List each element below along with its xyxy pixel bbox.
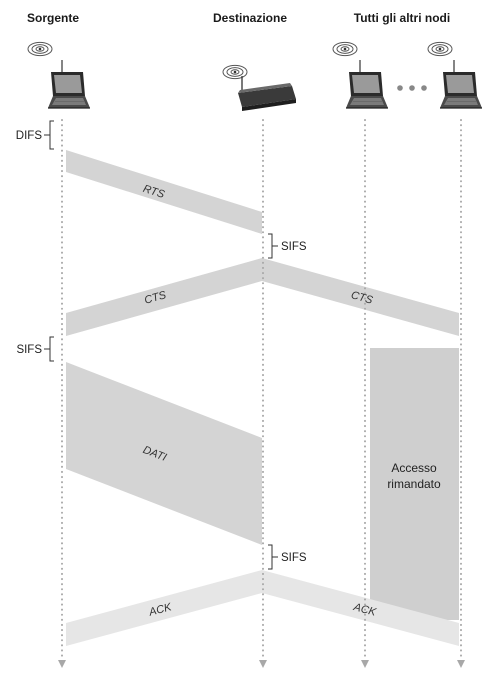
sifs-label-3: SIFS <box>281 552 307 564</box>
difs-label: DIFS <box>16 130 43 142</box>
destination-access-point-icon <box>222 64 296 111</box>
sifs-label-1: SIFS <box>281 241 307 253</box>
other-node-laptop-icon <box>332 41 389 109</box>
ack-frame-to-source <box>66 570 262 646</box>
deferred-access-label-line2: rimandato <box>387 477 441 491</box>
rts-frame <box>66 150 262 234</box>
deferred-access-label-line1: Accesso <box>391 461 437 475</box>
sifs-bracket-1 <box>268 233 278 259</box>
cts-to-source-label: CTS <box>143 289 168 307</box>
other-node-timeline <box>457 119 465 668</box>
destination-timeline <box>259 119 267 668</box>
cts-frame-to-others <box>262 258 459 336</box>
ellipsis-icon <box>397 85 427 91</box>
other-node-laptop-icon <box>427 41 483 109</box>
difs-bracket <box>44 120 54 150</box>
source-header: Sorgente <box>27 11 79 25</box>
sifs-bracket-2 <box>44 336 54 362</box>
ack-frame-to-others <box>262 570 459 646</box>
deferred-access-region <box>370 348 459 620</box>
source-timeline <box>58 119 66 668</box>
sifs-bracket-3 <box>268 544 278 570</box>
cts-frame-to-source <box>66 258 262 336</box>
cts-to-others-label: CTS <box>350 289 375 307</box>
sifs-label-2: SIFS <box>16 344 42 356</box>
destination-header: Destinazione <box>213 11 287 25</box>
source-laptop-icon <box>27 41 91 109</box>
other-nodes-header: Tutti gli altri nodi <box>354 11 450 25</box>
other-node-timeline <box>361 119 369 668</box>
data-frame <box>66 362 262 545</box>
